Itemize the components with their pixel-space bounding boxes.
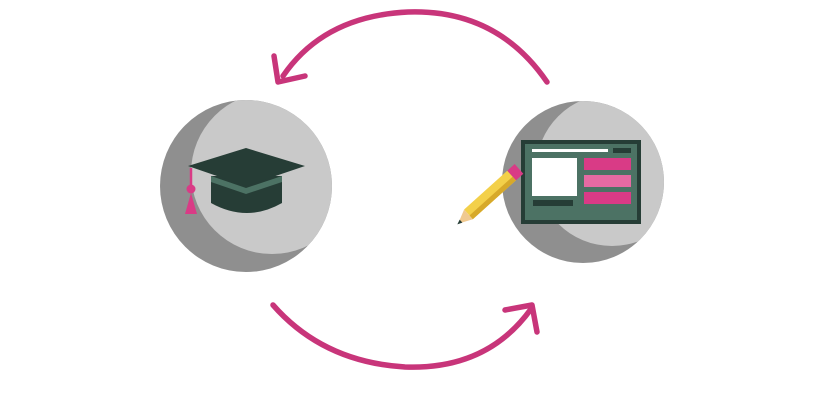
design-node <box>457 101 664 263</box>
education-node <box>160 100 332 272</box>
tassel-knot <box>186 184 196 194</box>
top-arrow-head-icon <box>271 53 308 85</box>
tassel-fringe <box>185 193 197 214</box>
pencil-body <box>464 170 516 220</box>
board-pink-block-2 <box>584 175 631 187</box>
bottom-arrow-arc <box>270 302 534 370</box>
pencil-icon <box>457 164 524 225</box>
pencil-eraser <box>507 164 524 181</box>
board-header-bar <box>532 149 608 152</box>
pencil-lead <box>457 219 463 225</box>
cap-band <box>211 176 282 194</box>
cap-board <box>188 148 305 186</box>
bottom-cycle-arrow <box>270 302 540 370</box>
design-board-with-pencil-icon <box>457 140 641 225</box>
top-cycle-arrow <box>271 9 550 85</box>
pencil-body-shade <box>469 176 516 220</box>
bottom-arrow-head-icon <box>502 302 540 335</box>
board-pink-block-1 <box>584 158 631 170</box>
top-arrow-arc <box>280 9 550 85</box>
board-pink-block-3 <box>584 192 631 204</box>
board-dark-strip <box>533 200 573 206</box>
board-header-dot <box>613 148 631 153</box>
graduation-cap-icon <box>185 148 305 214</box>
board-paper-sheet <box>532 158 577 196</box>
pencil-tip <box>458 209 473 224</box>
